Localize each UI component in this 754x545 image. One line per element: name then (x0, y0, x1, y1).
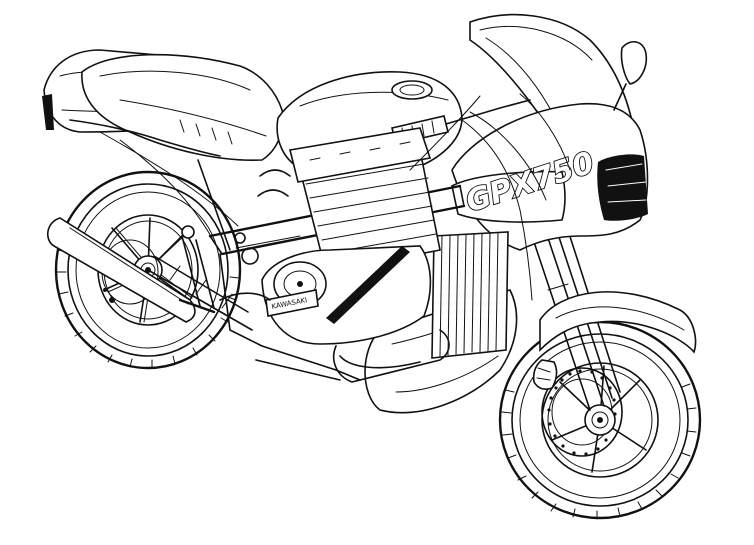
cables (409, 93, 571, 301)
seat-tail (42, 49, 284, 162)
front-fork (529, 223, 697, 411)
engine: KAWASAKI (234, 127, 441, 345)
front-wheel (498, 320, 702, 520)
footpegs (178, 225, 271, 314)
exhaust (47, 217, 450, 383)
radiator (431, 231, 509, 359)
